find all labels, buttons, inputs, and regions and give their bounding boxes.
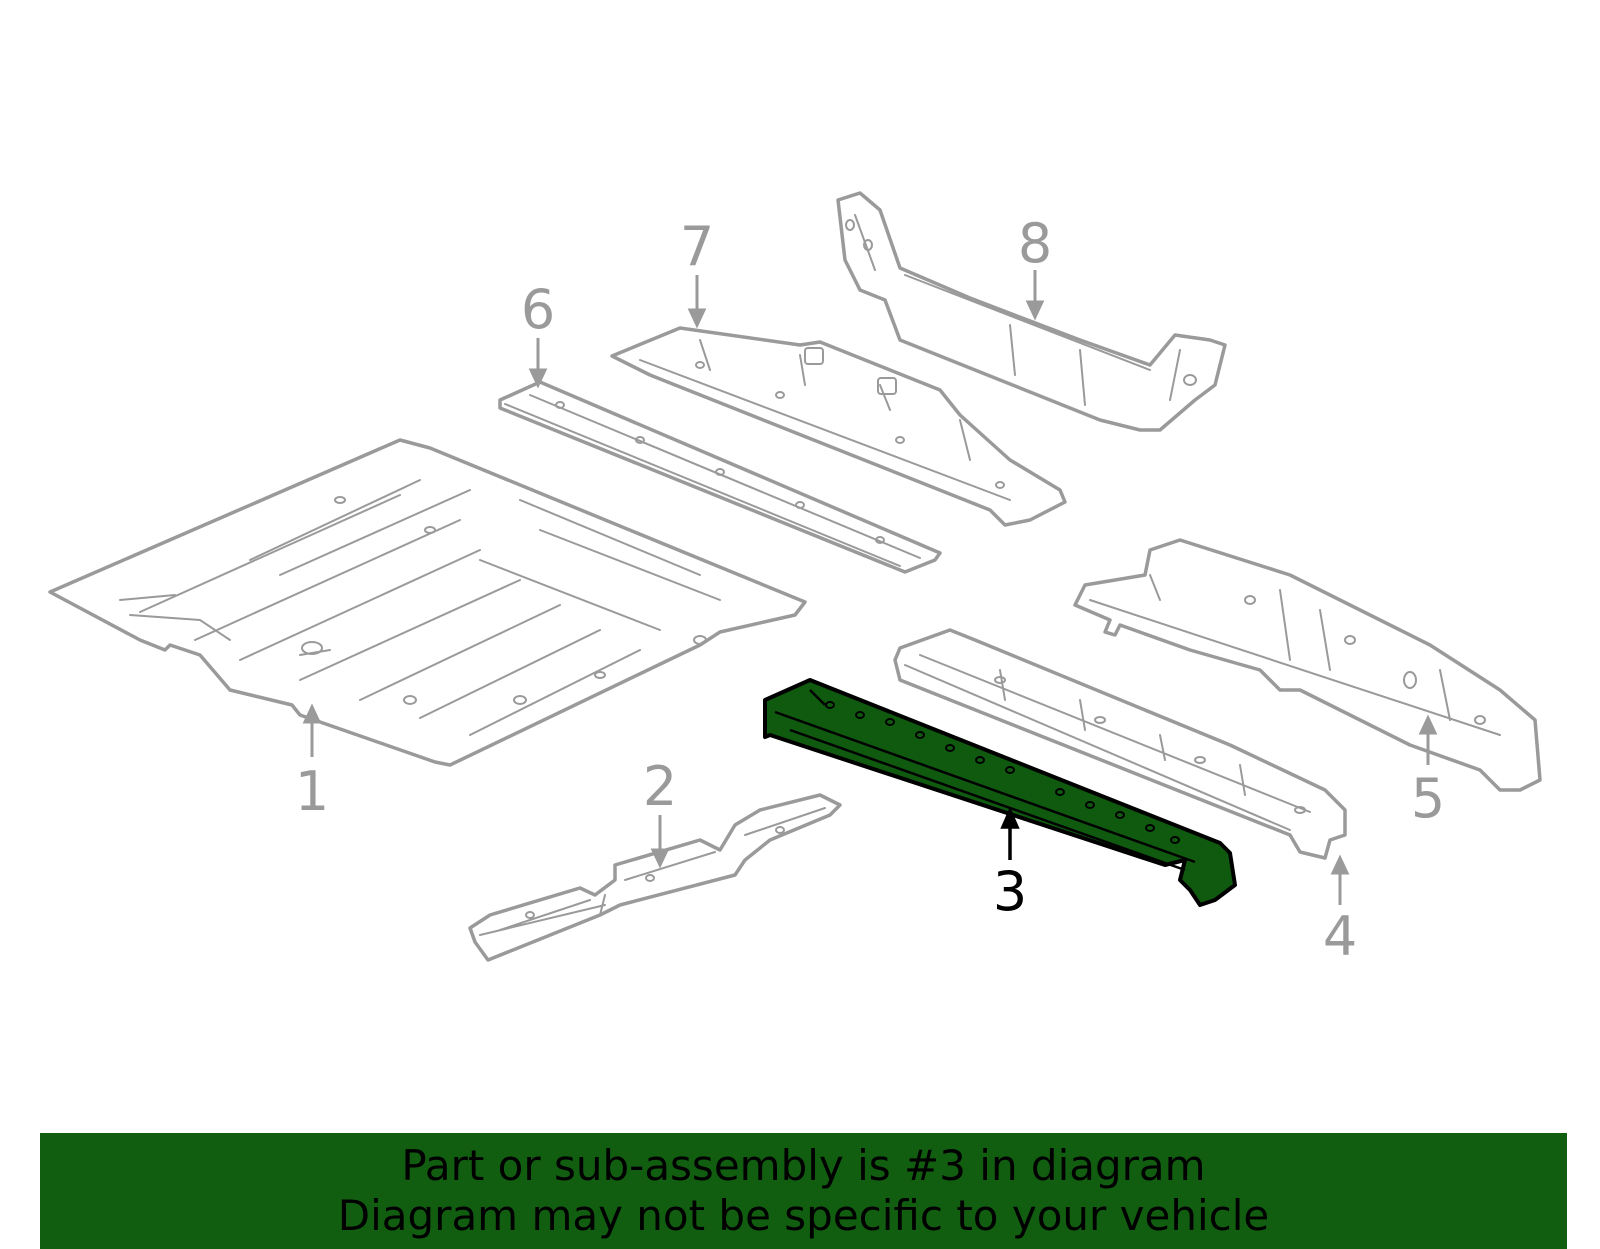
callout-2: 2	[643, 755, 677, 818]
callout-6: 6	[521, 278, 555, 341]
callout-1: 1	[295, 760, 329, 823]
part-1-floor-panel[interactable]	[48, 438, 807, 767]
banner-line-disclaimer: Diagram may not be specific to your vehi…	[337, 1191, 1270, 1240]
part-8-upper-member[interactable]	[836, 191, 1227, 432]
callout-4: 4	[1323, 905, 1357, 968]
callout-3: 3	[993, 860, 1027, 923]
part-4-side-rail[interactable]	[893, 628, 1347, 860]
callout-5: 5	[1411, 767, 1445, 830]
part-3-cross-member[interactable]	[763, 678, 1237, 907]
info-banner: Part or sub-assembly is #3 in diagram Di…	[40, 1133, 1567, 1249]
callout-8: 8	[1018, 212, 1052, 275]
part-7-reinforcement[interactable]	[610, 326, 1067, 527]
callout-labels: 1 2 3 4 5 6 7 8	[295, 212, 1445, 968]
leader-arrows	[302, 270, 1438, 905]
part-2-rail[interactable]	[468, 793, 842, 962]
banner-line-part-number: Part or sub-assembly is #3 in diagram	[401, 1141, 1206, 1190]
callout-7: 7	[680, 215, 714, 278]
